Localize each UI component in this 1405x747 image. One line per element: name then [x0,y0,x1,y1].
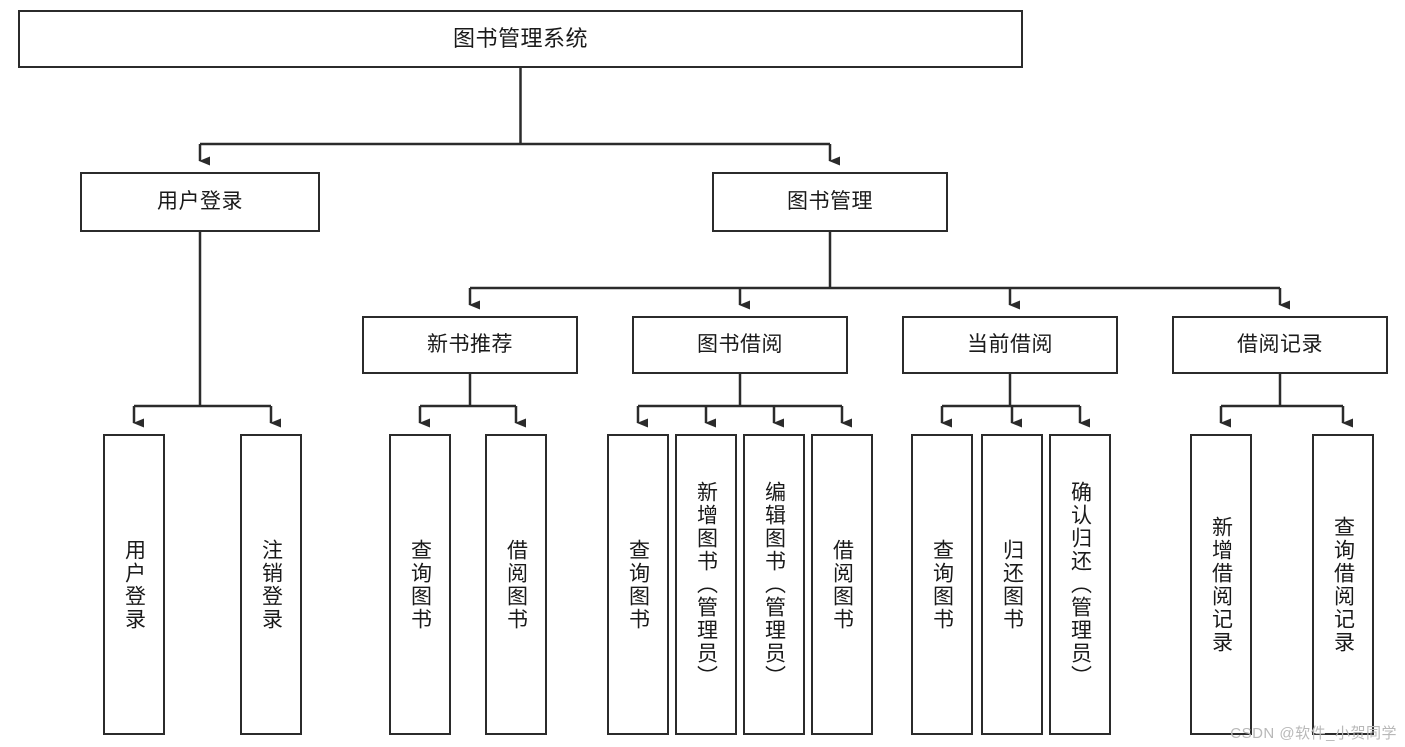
node-label-root: 图书管理系统 [452,26,588,52]
node-label-leaf-borrow-book-rec: 借阅图书 [504,538,528,631]
node-leaf-confirm-return[interactable]: 确认归还（管理员） [1049,434,1111,735]
node-label-leaf-user-login: 用户登录 [122,538,146,631]
node-label-leaf-add-record: 新增借阅记录 [1209,515,1233,654]
node-leaf-user-login[interactable]: 用户登录 [103,434,165,735]
node-leaf-query-book-rec[interactable]: 查询图书 [389,434,451,735]
node-label-leaf-logout: 注销登录 [259,538,283,631]
node-label-leaf-add-book: 新增图书（管理员） [694,481,718,688]
node-leaf-logout[interactable]: 注销登录 [240,434,302,735]
node-label-user-login: 用户登录 [157,189,243,213]
node-label-leaf-edit-book: 编辑图书（管理员） [762,481,786,688]
node-label-leaf-borrow-book-bor: 借阅图书 [830,538,854,631]
node-book-manage[interactable]: 图书管理 [712,172,948,232]
node-label-borrow-record: 借阅记录 [1237,332,1323,356]
node-label-book-borrow: 图书借阅 [697,332,783,356]
node-borrow-record[interactable]: 借阅记录 [1172,316,1388,374]
node-label-leaf-return-book: 归还图书 [1000,538,1024,631]
node-new-book-rec[interactable]: 新书推荐 [362,316,578,374]
node-label-leaf-query-record: 查询借阅记录 [1331,515,1355,654]
node-leaf-borrow-book-rec[interactable]: 借阅图书 [485,434,547,735]
node-leaf-add-record[interactable]: 新增借阅记录 [1190,434,1252,735]
node-label-leaf-query-book-cur: 查询图书 [930,538,954,631]
node-label-current-borrow: 当前借阅 [967,332,1053,356]
node-label-book-manage: 图书管理 [787,189,873,213]
node-leaf-query-record[interactable]: 查询借阅记录 [1312,434,1374,735]
node-label-new-book-rec: 新书推荐 [427,332,513,356]
node-leaf-borrow-book-bor[interactable]: 借阅图书 [811,434,873,735]
node-label-leaf-confirm-return: 确认归还（管理员） [1068,481,1092,688]
node-leaf-return-book[interactable]: 归还图书 [981,434,1043,735]
node-label-leaf-query-book-rec: 查询图书 [408,538,432,631]
node-label-leaf-query-book-bor: 查询图书 [626,538,650,631]
node-root[interactable]: 图书管理系统 [18,10,1023,68]
node-leaf-query-book-cur[interactable]: 查询图书 [911,434,973,735]
node-leaf-edit-book[interactable]: 编辑图书（管理员） [743,434,805,735]
node-book-borrow[interactable]: 图书借阅 [632,316,848,374]
csdn-watermark: CSDN @软件_小贺同学 [1230,725,1397,742]
node-current-borrow[interactable]: 当前借阅 [902,316,1118,374]
node-leaf-query-book-bor[interactable]: 查询图书 [607,434,669,735]
node-leaf-add-book[interactable]: 新增图书（管理员） [675,434,737,735]
node-user-login[interactable]: 用户登录 [80,172,320,232]
